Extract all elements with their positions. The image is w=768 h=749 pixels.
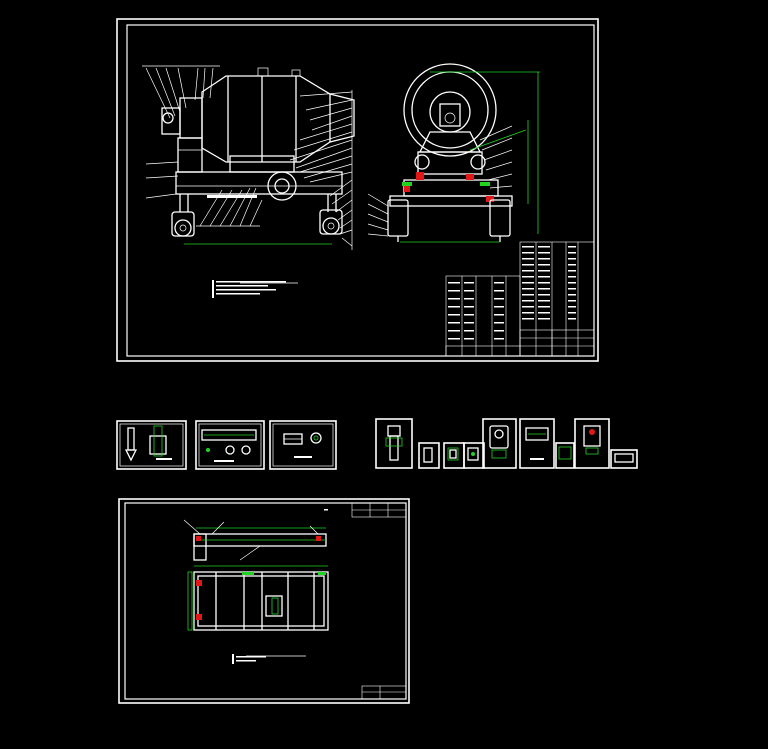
- frame-sheet-border: [118, 498, 410, 704]
- main-sheet-border: [116, 18, 599, 362]
- thumbnail-b9: [610, 449, 638, 469]
- mixer-side-view: [367, 63, 540, 243]
- frame-plan-view: [187, 565, 329, 631]
- mixer-drum: [201, 75, 355, 163]
- side-leader-lines: [367, 125, 513, 237]
- highlight-left: [416, 172, 424, 180]
- top-leader-lines: [142, 65, 220, 119]
- center-wheel: [267, 171, 297, 201]
- thumbnail-b6: [519, 418, 555, 469]
- part-thumbnails-group-b: [375, 418, 638, 469]
- right-caster: [319, 209, 343, 235]
- frame-sheet-inner-frame: [124, 502, 407, 700]
- frame-top-view: [183, 519, 327, 561]
- mixer-front-view: [142, 65, 355, 250]
- thumbnail-b2: [418, 442, 440, 469]
- thumbnail-a1: [116, 420, 187, 470]
- thumbnail-b8: [574, 418, 610, 469]
- parts-list-table: [445, 241, 595, 357]
- thumbnail-b5: [482, 418, 517, 469]
- main-assembly-sheet: [116, 18, 599, 362]
- frame-title-block: [361, 685, 407, 700]
- left-caster: [171, 211, 195, 237]
- motor-shaft: [162, 112, 174, 124]
- chassis-frame: [175, 171, 343, 195]
- thumbnail-b7: [555, 442, 575, 469]
- frame-header-table: [351, 502, 407, 518]
- part-thumbnails-group-a: [116, 420, 337, 470]
- frame-drawing-sheet: [118, 498, 410, 704]
- right-leader-lines: [289, 90, 353, 250]
- thumbnail-b3: [443, 442, 465, 469]
- support-column: [177, 137, 203, 173]
- side-dimension-lines: [400, 71, 540, 243]
- thumbnail-b1: [375, 418, 413, 469]
- main-title-block: [445, 329, 595, 357]
- thumbnail-a2: [195, 420, 265, 470]
- main-sheet-inner-frame: [126, 24, 595, 357]
- highlight-right: [466, 174, 474, 180]
- frame-notes: [232, 654, 306, 664]
- thumbnail-b4: [463, 442, 485, 469]
- drum-outer-ring: [403, 63, 497, 157]
- gearbox: [179, 97, 203, 139]
- technical-notes: [212, 280, 298, 298]
- thumbnail-a3: [269, 420, 337, 470]
